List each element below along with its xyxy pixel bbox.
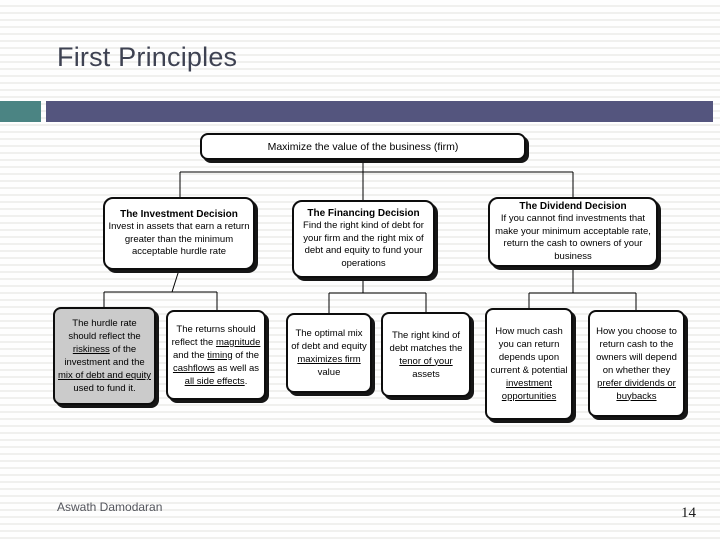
node-maximize-value: Maximize the value of the business (firm… [200, 133, 526, 160]
node-investment-decision: The Investment Decision Invest in assets… [103, 197, 255, 270]
node-investment-title: The Investment Decision [120, 208, 238, 220]
page-title: First Principles [57, 42, 238, 72]
node-maximize-value-text: Maximize the value of the business (firm… [267, 140, 459, 153]
node-cash-return-text: How much cash you can return depends upo… [490, 326, 568, 402]
node-dividend-body: If you cannot find investments that make… [495, 213, 651, 262]
node-optimal-mix: The optimal mix of debt and equity maxim… [286, 313, 372, 393]
footer-author: Aswath Damodaran [57, 500, 163, 514]
node-right-kind-debt: The right kind of debt matches the tenor… [381, 312, 471, 397]
node-dividends-buybacks-text: How you choose to return cash to the own… [596, 325, 677, 402]
node-dividends-buybacks: How you choose to return cash to the own… [588, 310, 685, 417]
accent-bar-purple [46, 101, 713, 122]
node-dividend-decision: The Dividend Decision If you cannot find… [488, 197, 658, 267]
node-investment-body: Invest in assets that earn a return grea… [108, 221, 250, 257]
node-financing-decision: The Financing Decision Find the right ki… [292, 200, 435, 278]
node-returns: The returns should reflect the magnitude… [166, 310, 266, 400]
node-dividend-title: The Dividend Decision [519, 200, 627, 212]
page-number: 14 [681, 505, 696, 521]
node-cash-return: How much cash you can return depends upo… [485, 308, 573, 420]
node-optimal-mix-text: The optimal mix of debt and equity maxim… [291, 328, 367, 378]
node-hurdle-rate-text: The hurdle rate should reflect the riski… [58, 318, 151, 394]
accent-bar-teal [0, 101, 41, 122]
node-financing-title: The Financing Decision [307, 207, 420, 219]
node-returns-text: The returns should reflect the magnitude… [171, 323, 261, 387]
node-hurdle-rate: The hurdle rate should reflect the riski… [53, 307, 156, 405]
node-financing-body: Find the right kind of debt for your fir… [303, 220, 424, 269]
node-right-kind-debt-text: The right kind of debt matches the tenor… [389, 329, 463, 380]
